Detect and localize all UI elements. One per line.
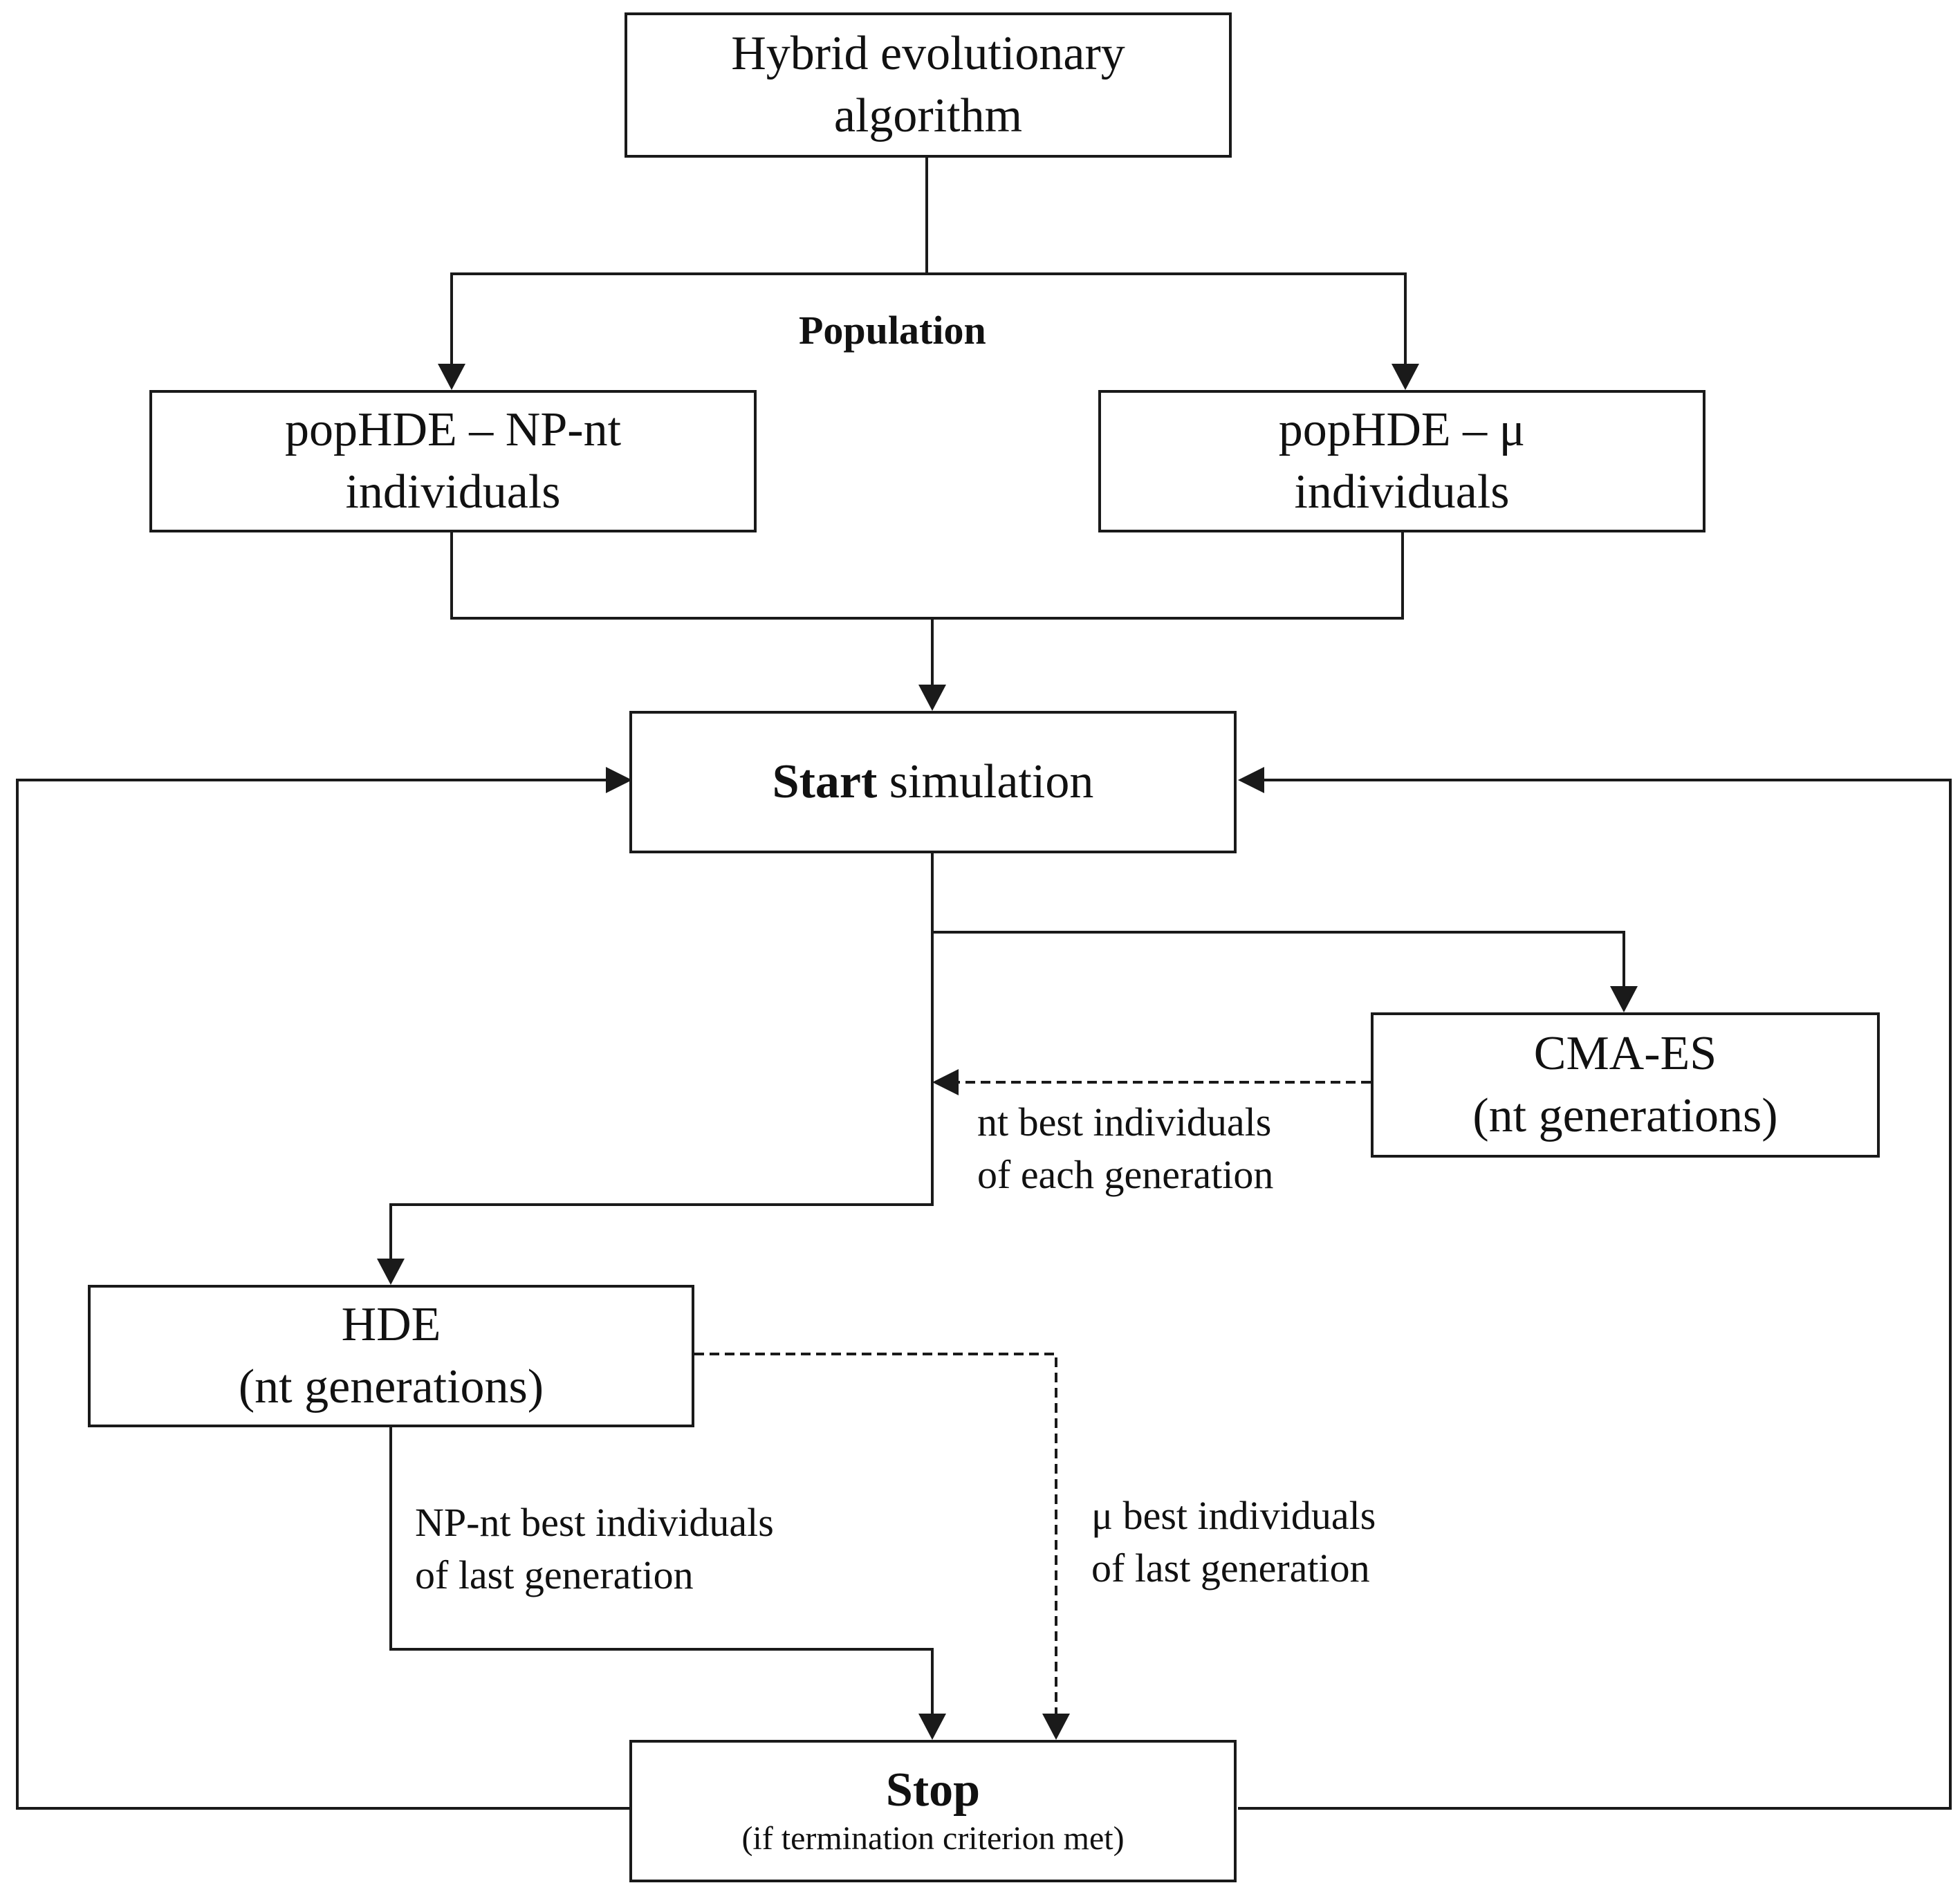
label-hde-line-1: NP-nt best individuals [415, 1500, 774, 1545]
label-mu-best-last-generation: μ best individuals of last generation [1091, 1490, 1376, 1595]
start-rest: simulation [877, 755, 1094, 808]
connector-start-to-trunk [389, 853, 934, 1264]
pop-np-line-1: popHDE – NP-nt [284, 403, 622, 456]
hybrid-line-1: Hybrid evolutionary [731, 27, 1125, 80]
connector-split-to-pop-mu [927, 272, 1407, 365]
start-line: Start simulation [773, 751, 1094, 813]
connector-hde-to-stop [389, 1426, 934, 1716]
label-mu-line-2: of last generation [1091, 1546, 1370, 1590]
box-cmaes: CMA-ES (nt generations) [1371, 1012, 1880, 1158]
loop-right [1238, 779, 1952, 1810]
loop-left [16, 779, 636, 1810]
start-bold: Start [772, 755, 878, 808]
box-pophde-np-nt: popHDE – NP-nt individuals [149, 390, 757, 532]
box-stop: Stop (if termination criterion met) [629, 1740, 1237, 1882]
box-start-simulation: Start simulation [629, 711, 1237, 853]
connector-pop-np-to-merge [450, 531, 1404, 620]
label-population: Population [799, 308, 986, 353]
arrowhead-start [918, 685, 946, 711]
connector-trunk-to-cmaes [932, 931, 1625, 989]
label-cma-line-1: nt best individuals [977, 1100, 1272, 1144]
stop-title: Stop [885, 1763, 981, 1817]
arrowhead-loop-right [1238, 767, 1264, 793]
arrowhead-pop-mu [1392, 364, 1419, 390]
pop-np-line-2: individuals [345, 465, 561, 519]
arrowhead-loop-left [606, 767, 632, 793]
arrowhead-cmaes [1610, 986, 1638, 1012]
label-hde-line-2: of last generation [415, 1552, 694, 1597]
label-np-nt-best-last-generation: NP-nt best individuals of last generatio… [415, 1496, 774, 1602]
label-cma-line-2: of each generation [977, 1152, 1274, 1197]
label-mu-line-1: μ best individuals [1091, 1493, 1376, 1538]
hde-line-2: (nt generations) [238, 1360, 544, 1413]
cmaes-line-2: (nt generations) [1472, 1089, 1778, 1142]
arrowhead-trunk-dashed [932, 1069, 959, 1095]
hde-line-1: HDE [341, 1298, 441, 1351]
stop-subtitle: (if termination criterion met) [741, 1820, 1125, 1857]
hybrid-line-2: algorithm [833, 89, 1023, 142]
arrowhead-hde [377, 1259, 405, 1285]
label-nt-best-each-generation: nt best individuals of each generation [977, 1096, 1273, 1201]
connector-hybrid-to-split [450, 158, 928, 365]
arrowhead-stop-solid [918, 1714, 946, 1740]
box-hybrid-evolutionary-algorithm: Hybrid evolutionary algorithm [625, 12, 1232, 158]
box-hde: HDE (nt generations) [88, 1285, 694, 1427]
pop-mu-line-1: popHDE – μ [1278, 403, 1526, 456]
pop-mu-line-2: individuals [1294, 465, 1510, 519]
cmaes-line-1: CMA-ES [1533, 1027, 1717, 1080]
box-pophde-mu: popHDE – μ individuals [1098, 390, 1705, 532]
arrowhead-pop-np [438, 364, 465, 390]
arrowhead-stop-dashed [1042, 1714, 1070, 1740]
